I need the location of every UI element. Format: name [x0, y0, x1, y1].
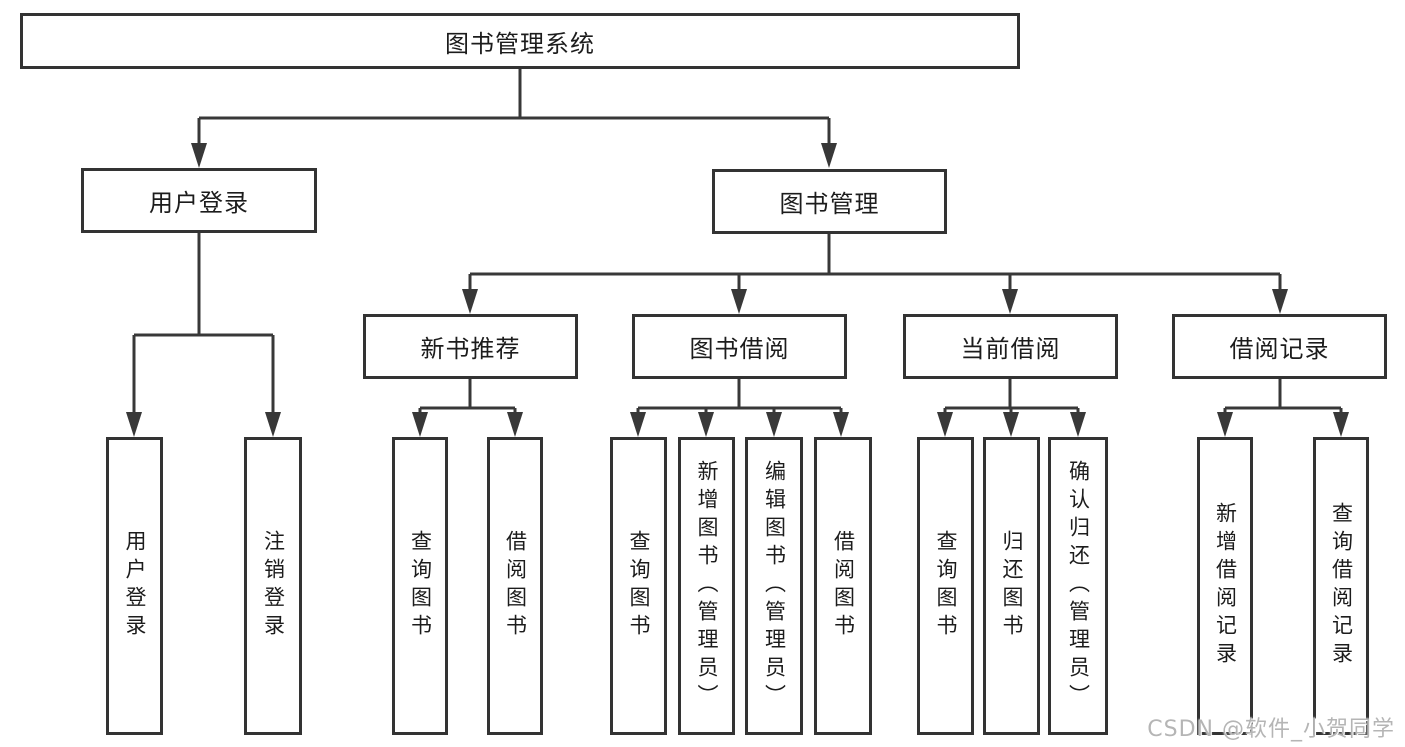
connector-root-to-level2: [191, 69, 837, 168]
connector-recommend-leaves: [412, 379, 523, 437]
leaf-edit-books-admin: 编辑图书（管理员）: [745, 437, 803, 735]
leaf-label: 查询图书: [627, 530, 651, 642]
leaf-confirm-return-admin: 确认归还（管理员）: [1048, 437, 1108, 735]
node-borrow-records: 借阅记录: [1172, 314, 1387, 379]
connector-borrow-leaves: [630, 379, 849, 437]
node-new-book-recommend: 新书推荐: [363, 314, 578, 379]
leaf-label: 新增图书（管理员）: [695, 460, 719, 712]
leaf-label: 查询借阅记录: [1329, 502, 1354, 670]
connector-book-to-level3: [462, 234, 1288, 314]
leaf-user-login: 用户登录: [106, 437, 163, 735]
node-label: 图书管理: [779, 190, 880, 218]
leaf-label: 注销登录: [261, 530, 286, 642]
connector-current-leaves: [937, 379, 1086, 437]
leaf-add-books-admin: 新增图书（管理员）: [678, 437, 735, 735]
leaf-label: 用户登录: [123, 530, 147, 642]
leaf-label: 归还图书: [1000, 530, 1024, 642]
leaf-query-borrow-record: 查询借阅记录: [1313, 437, 1369, 735]
leaf-borrow-books-recommend: 借阅图书: [487, 437, 543, 735]
csdn-watermark: CSDN @软件_小贺同学: [1147, 717, 1395, 742]
node-root-system: 图书管理系统: [20, 13, 1020, 69]
leaf-add-borrow-record: 新增借阅记录: [1197, 437, 1253, 735]
node-book-management-branch: 图书管理: [712, 169, 947, 234]
leaf-query-books-current: 查询图书: [917, 437, 974, 735]
leaf-borrow-books: 借阅图书: [814, 437, 872, 735]
node-current-borrow: 当前借阅: [903, 314, 1118, 379]
node-label: 用户登录: [149, 189, 249, 217]
node-label: 当前借阅: [960, 335, 1061, 363]
leaf-label: 编辑图书（管理员）: [762, 460, 787, 712]
leaf-query-books-borrow: 查询图书: [610, 437, 667, 735]
node-label: 借阅记录: [1229, 335, 1330, 363]
connector-records-leaves: [1217, 379, 1349, 437]
node-label: 图书借阅: [689, 335, 790, 363]
node-label: 图书管理系统: [445, 29, 595, 58]
leaf-logout: 注销登录: [244, 437, 302, 735]
connector-user-branch: [126, 233, 281, 437]
leaf-label: 查询图书: [408, 530, 433, 642]
leaf-label: 借阅图书: [503, 530, 528, 642]
leaf-query-books-recommend: 查询图书: [392, 437, 448, 735]
leaf-label: 确认归还（管理员）: [1066, 460, 1091, 712]
leaf-return-books: 归还图书: [983, 437, 1040, 735]
node-user-login-branch: 用户登录: [81, 168, 317, 233]
leaf-label: 查询图书: [934, 530, 958, 642]
leaf-label: 新增借阅记录: [1213, 502, 1238, 670]
node-book-borrow: 图书借阅: [632, 314, 847, 379]
node-label: 新书推荐: [420, 335, 521, 363]
leaf-label: 借阅图书: [831, 530, 856, 642]
